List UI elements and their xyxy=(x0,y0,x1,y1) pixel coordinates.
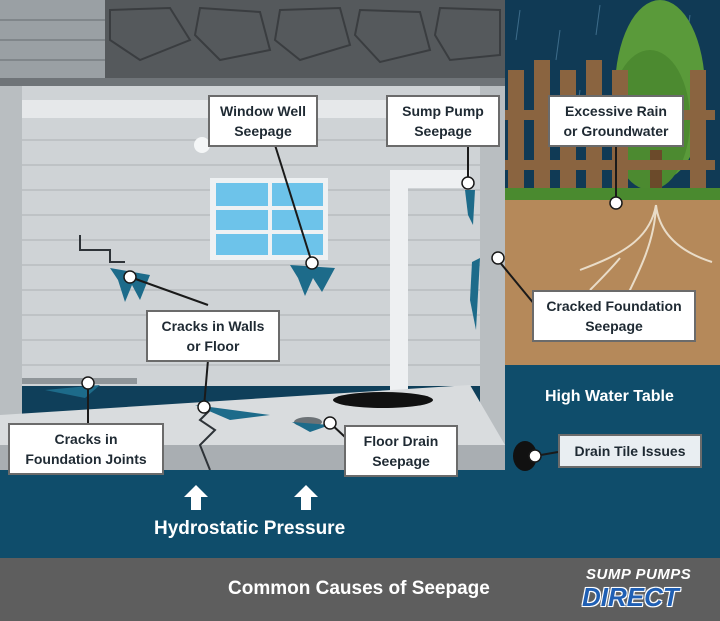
callout-pointers xyxy=(87,144,617,457)
callout-line: Seepage xyxy=(372,453,430,469)
callout-line: or Floor xyxy=(186,338,240,354)
sump-pipe-elbow xyxy=(390,170,470,188)
callout-sump-pump-seepage: Sump Pump Seepage xyxy=(386,95,500,147)
foundation-joint xyxy=(22,378,137,384)
high-water-table-label: High Water Table xyxy=(545,388,674,405)
footer-title: Common Causes of Seepage xyxy=(228,578,490,599)
up-arrow-icon xyxy=(294,485,318,510)
callout-line: Window Well xyxy=(220,103,306,119)
sump-pit xyxy=(333,392,433,408)
water-seepage-drips xyxy=(45,190,480,432)
callout-line: Drain Tile Issues xyxy=(574,443,686,459)
callout-cracks-joints: Cracks in Foundation Joints xyxy=(8,423,164,475)
tree-roots xyxy=(579,204,713,301)
window-frame xyxy=(216,183,323,255)
callout-line: Cracks in Walls xyxy=(161,318,265,334)
callout-drain-tile: Drain Tile Issues xyxy=(558,434,702,468)
floor-crack xyxy=(198,409,217,471)
callout-line: or Groundwater xyxy=(563,123,669,139)
callout-line: Seepage xyxy=(585,318,643,334)
sump-pipe xyxy=(390,170,408,395)
callout-anchors xyxy=(81,176,623,463)
callout-line: Seepage xyxy=(234,123,292,139)
callout-line: Sump Pump xyxy=(402,103,484,119)
drain-tile-pipe xyxy=(513,441,537,471)
callout-excessive-rain: Excessive Rain or Groundwater xyxy=(548,95,684,147)
footer-bar xyxy=(0,558,720,621)
wall-crack xyxy=(79,235,125,263)
callout-line: Cracked Foundation xyxy=(546,298,682,314)
groundwater xyxy=(0,470,720,558)
pressure-arrows xyxy=(184,485,318,510)
callout-line: Cracks in xyxy=(54,431,118,447)
callout-cracks-walls: Cracks in Walls or Floor xyxy=(146,310,280,362)
callout-line: Foundation Joints xyxy=(25,451,147,467)
up-arrow-icon xyxy=(184,485,208,510)
wall-corner xyxy=(0,86,22,416)
light-bulb xyxy=(194,137,210,153)
callout-cracked-foundation: Cracked Foundation Seepage xyxy=(532,290,696,342)
callout-window-well-seepage: Window Well Seepage xyxy=(208,95,318,147)
grass xyxy=(500,188,720,202)
callout-line: Floor Drain xyxy=(363,433,439,449)
stone-pattern xyxy=(109,6,501,64)
callout-floor-drain: Floor Drain Seepage xyxy=(344,425,458,477)
brand-logo-top: SUMP PUMPS xyxy=(586,566,692,583)
siding-lines xyxy=(0,19,105,61)
sill-plate xyxy=(0,78,505,86)
hydrostatic-pressure-label: Hydrostatic Pressure xyxy=(154,518,346,539)
callout-line: Excessive Rain xyxy=(565,103,667,119)
brand-logo-bottom: DIRECT xyxy=(582,582,679,612)
callout-line: Seepage xyxy=(414,123,472,139)
